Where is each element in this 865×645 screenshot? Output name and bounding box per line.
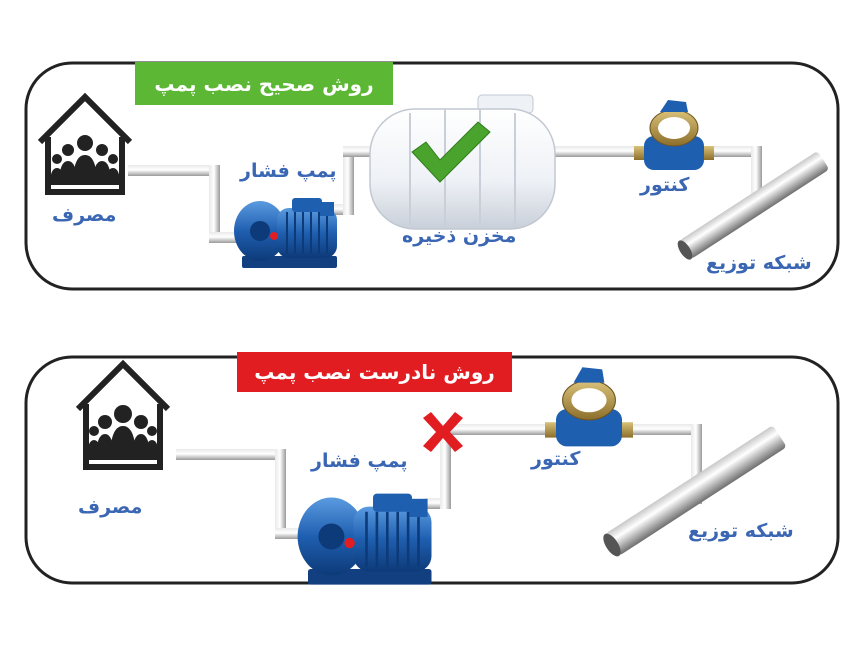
incorrect-method-banner: روش نادرست نصب پمپ [237,352,512,392]
consumer-label: مصرف [78,496,143,518]
network-label: شبکه توزیع [706,252,812,274]
distribution-pipe-icon [603,426,786,557]
house-with-people-icon [75,359,171,470]
x-mark-icon [423,412,463,452]
pump-label: پمپ فشار [311,450,408,472]
consumer-label: مصرف [52,204,117,226]
check-mark-icon [411,121,491,183]
water-pump-icon [234,198,337,268]
network-label: شبکه توزیع [688,520,794,542]
panel-incorrect-pipes [176,424,702,539]
water-pump-icon [297,493,432,585]
meter-label: کنتور [640,174,690,196]
water-meter-icon [545,367,633,447]
panel-correct-pipes [128,146,762,243]
water-meter-icon [634,100,714,170]
pump-label: پمپ فشار [240,160,337,182]
meter-label: کنتور [531,448,581,470]
house-with-people-icon [37,92,133,195]
storage-tank-icon [369,94,556,230]
tank-label: مخزن ذخیره [402,225,517,247]
distribution-pipe-icon [677,152,828,260]
correct-method-banner: روش صحیح نصب پمپ [135,62,393,105]
